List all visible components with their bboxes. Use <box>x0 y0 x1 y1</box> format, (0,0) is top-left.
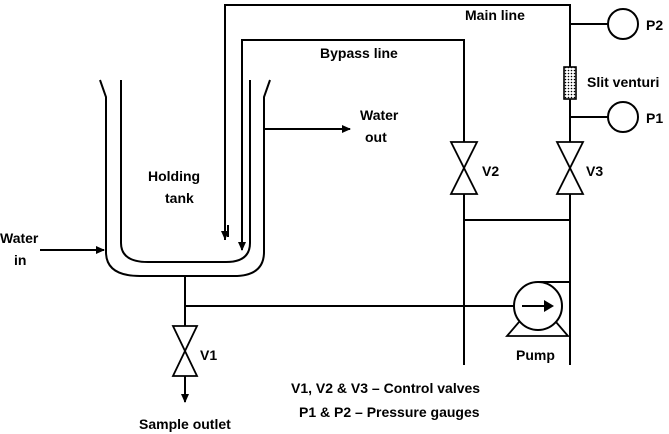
slit-venturi-element <box>563 66 577 100</box>
slit-venturi-label: Slit venturi <box>587 74 659 90</box>
legend-valves: V1, V2 & V3 – Control valves <box>291 380 480 396</box>
v3-valve-icon <box>555 141 585 195</box>
water-out-label-line2: out <box>365 129 387 145</box>
v1-label: V1 <box>200 347 217 363</box>
p2-label: P2 <box>646 17 663 33</box>
water-out-label-line1: Water <box>360 107 399 123</box>
bypass-line-label: Bypass line <box>320 45 398 61</box>
sample-outlet-label: Sample outlet <box>139 416 231 432</box>
main-line-label: Main line <box>465 7 525 23</box>
v1-valve-icon <box>171 325 199 377</box>
holding-tank <box>99 79 271 277</box>
water-in-label-line2: in <box>14 252 26 268</box>
water-in-label-line1: Water <box>0 230 39 246</box>
v2-valve-icon <box>449 141 479 195</box>
v2-label: V2 <box>482 163 499 179</box>
pump-icon <box>505 281 571 337</box>
holding-tank-label-line2: tank <box>165 190 194 206</box>
p1-label: P1 <box>646 110 663 126</box>
holding-tank-label-line1: Holding <box>148 168 200 184</box>
v3-label: V3 <box>586 163 603 179</box>
p2-gauge <box>570 8 639 40</box>
pump-label: Pump <box>516 347 555 363</box>
legend-gauges: P1 & P2 – Pressure gauges <box>299 404 480 420</box>
bypass-line-pipe <box>241 39 465 365</box>
p1-gauge <box>570 101 639 133</box>
